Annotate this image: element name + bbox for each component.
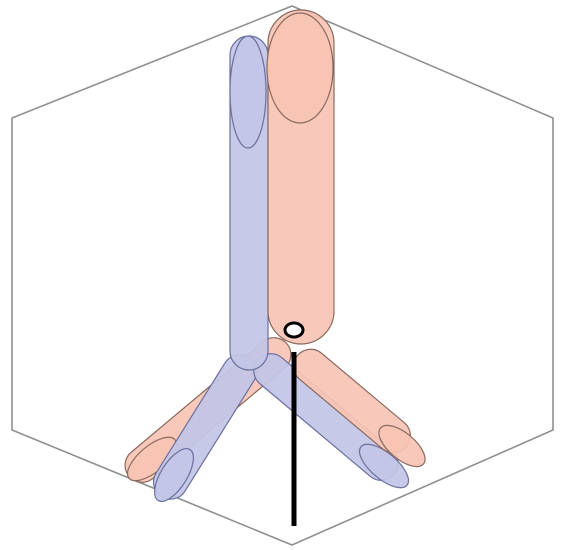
blue-upper-end (230, 36, 266, 148)
peach-upper-end (267, 13, 333, 123)
upper-segments (230, 10, 334, 370)
hinge-circle (285, 323, 303, 337)
right-lower-legs (247, 342, 432, 495)
